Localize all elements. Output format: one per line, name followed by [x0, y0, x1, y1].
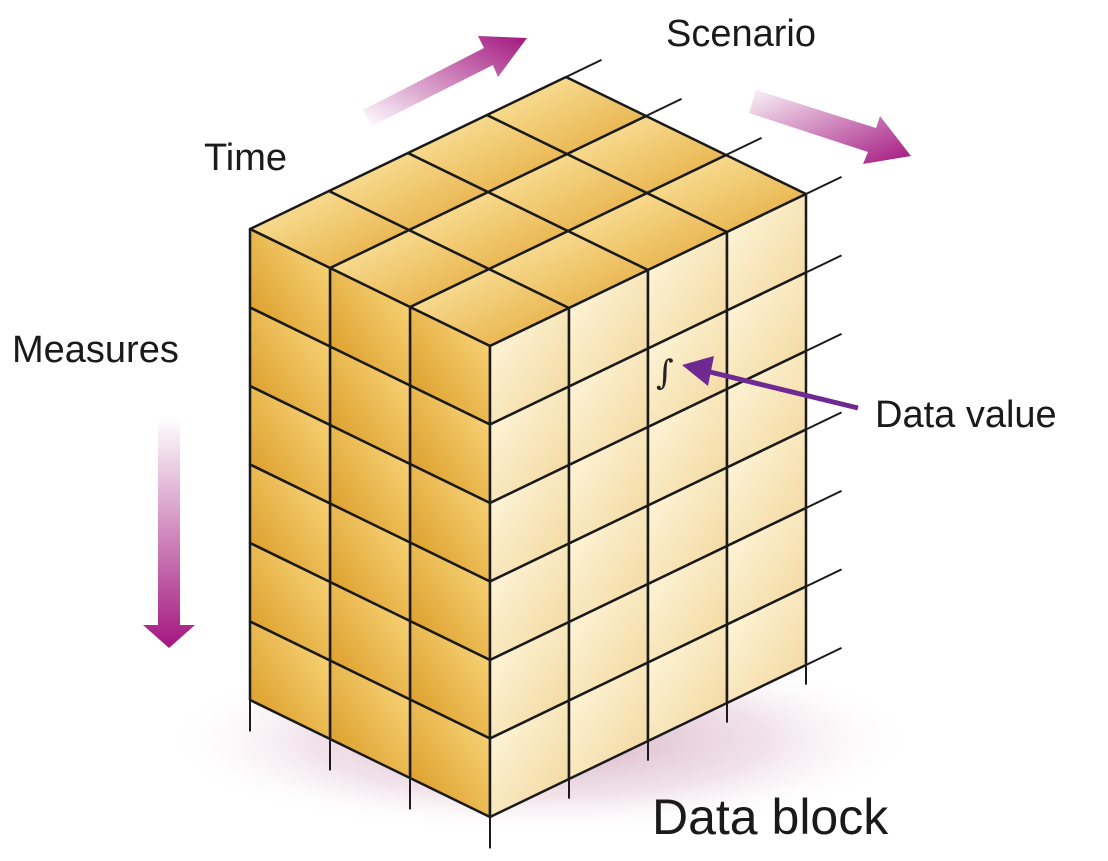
data-value-pointer-icon: [682, 356, 859, 411]
grid-extension-line: [565, 58, 602, 78]
data-value-label: Data value: [875, 394, 1057, 436]
grid-extension-line: [805, 254, 842, 274]
grid-extension-line: [805, 175, 842, 195]
grid-extension-line: [805, 568, 842, 588]
grid-extension-line: [805, 489, 842, 509]
time-arrow-icon: [363, 36, 527, 126]
data-block-label: Data block: [652, 789, 889, 845]
cube-right-face-scenario-measures: [488, 192, 808, 819]
measures-arrow-icon: [143, 418, 195, 648]
data-value-symbol: ∫: [656, 353, 674, 393]
grid-extension-line: [805, 332, 842, 352]
scenario-label: Scenario: [666, 13, 816, 55]
cube-grid-lines: [249, 58, 842, 849]
grid-extension-line: [645, 97, 682, 117]
time-label: Time: [204, 137, 287, 179]
scenario-arrow-icon: [749, 90, 911, 164]
grid-extension-line: [805, 411, 842, 431]
measures-label: Measures: [12, 329, 179, 371]
grid-extension-line: [805, 646, 842, 666]
grid-extension-line: [725, 136, 762, 156]
data-cube: [248, 58, 842, 849]
